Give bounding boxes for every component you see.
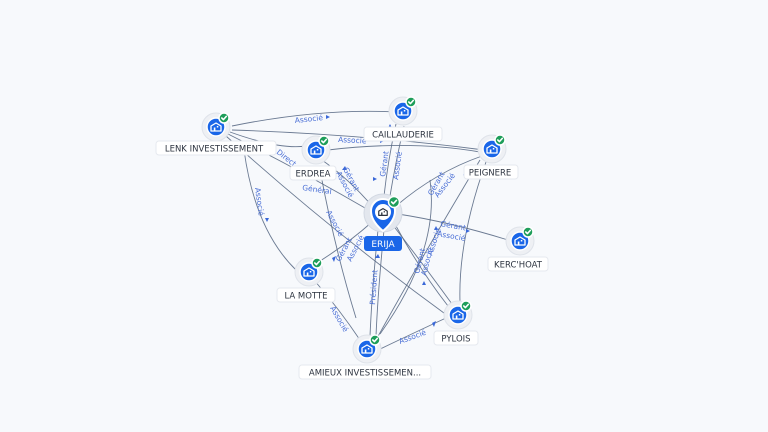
arrow-marker xyxy=(422,281,426,285)
node-label: CAILLAUDERIE xyxy=(372,131,434,141)
edge-labels: Associé Associé Direct Associé Gérant As… xyxy=(253,113,467,346)
edge-label-gerant: Gérant xyxy=(378,150,391,177)
edge-erdrea-peignere[interactable] xyxy=(327,145,481,153)
edge-erdrea-lamotte[interactable] xyxy=(319,169,357,319)
center-label-bg xyxy=(364,236,402,251)
edge-lenk-lamotte[interactable] xyxy=(243,149,297,271)
edge-label-associe: Associé xyxy=(328,305,350,334)
check-icon xyxy=(494,134,506,146)
node-label-bg xyxy=(487,256,549,272)
node-erdrea[interactable]: ERDREA xyxy=(289,135,337,181)
edge-erija-pylois[interactable] xyxy=(395,225,449,307)
arrow-marker xyxy=(432,321,436,327)
node-label: PYLOIS xyxy=(441,335,470,345)
edge-lenk-peignere[interactable] xyxy=(231,129,485,151)
edge-label-gerant: Gérant xyxy=(440,219,467,232)
check-icon xyxy=(218,112,230,124)
edge-kerchoat-erija[interactable] xyxy=(397,213,509,241)
check-icon xyxy=(387,195,401,209)
node-la-motte[interactable]: LA MOTTE xyxy=(276,257,336,303)
node-label-bg xyxy=(155,140,277,156)
node-amieux-investissement[interactable]: AMIEUX INVESTISSEMEN... xyxy=(298,334,432,380)
edge-peignere-pylois[interactable] xyxy=(459,161,487,303)
arrow-marker xyxy=(342,166,347,170)
node-kerchoat[interactable]: KERC'HOAT xyxy=(487,226,549,272)
node-pylois[interactable]: PYLOIS xyxy=(433,300,479,346)
arrow-marker xyxy=(326,115,330,119)
node-label-bg xyxy=(289,165,337,181)
check-icon xyxy=(369,334,381,346)
arrow-marker xyxy=(434,226,438,230)
edge-peignere-amieux[interactable] xyxy=(375,159,481,341)
edge-label-associe: Associé xyxy=(294,113,324,125)
check-icon xyxy=(311,257,323,269)
arrow-marker xyxy=(466,229,470,233)
node-label: AMIEUX INVESTISSEMEN... xyxy=(309,369,421,379)
node-label: ERDREA xyxy=(296,170,331,180)
check-icon xyxy=(460,300,472,312)
node-erija-center[interactable]: ERIJA xyxy=(363,193,403,251)
edge-label-associe: Associé xyxy=(253,187,266,217)
edge-lenk-caillauderie[interactable] xyxy=(231,110,399,127)
edge-label-associe: Associé xyxy=(391,151,404,181)
node-label-bg xyxy=(433,330,479,346)
check-icon xyxy=(318,135,330,147)
pin-inner xyxy=(375,204,391,220)
edges-layer xyxy=(225,110,509,351)
building-icon xyxy=(378,208,388,216)
node-label: PEIGNERE xyxy=(469,169,512,179)
node-peignere[interactable]: PEIGNERE xyxy=(463,134,519,180)
arrow-marker xyxy=(375,254,380,258)
edge-pylois-erija[interactable] xyxy=(391,223,453,305)
edge-amieux-pylois[interactable] xyxy=(377,317,447,351)
edge-lenk-pylois[interactable] xyxy=(225,135,449,317)
arrow-marker xyxy=(373,177,377,181)
edge-amieux-erdrea[interactable] xyxy=(379,179,432,335)
arrow-marker xyxy=(332,256,336,262)
arrow-marker xyxy=(265,218,269,222)
edge-label-president: Président xyxy=(368,270,379,306)
node-label: KERC'HOAT xyxy=(494,261,543,271)
node-label-bg xyxy=(463,164,519,180)
node-caillauderie[interactable]: CAILLAUDERIE xyxy=(363,96,443,142)
node-label: LENK INVESTISSEMENT xyxy=(165,145,264,155)
center-label: ERIJA xyxy=(371,240,395,250)
edge-peignere-erija[interactable] xyxy=(395,155,483,207)
node-label-bg xyxy=(363,126,443,142)
node-label-bg xyxy=(276,287,336,303)
node-lenk-investissement[interactable]: LENK INVESTISSEMENT xyxy=(155,112,277,156)
edge-label-associe: Associé xyxy=(338,135,367,145)
edge-label-general: Général xyxy=(302,183,333,196)
edge-label-direct: Direct xyxy=(275,147,298,168)
edge-lamotte-amieux[interactable] xyxy=(313,279,361,341)
edge-label-associe: Associé xyxy=(398,328,428,346)
check-icon xyxy=(522,226,534,238)
node-label-bg xyxy=(298,364,432,380)
check-icon xyxy=(405,96,417,108)
node-label: LA MOTTE xyxy=(284,292,327,302)
